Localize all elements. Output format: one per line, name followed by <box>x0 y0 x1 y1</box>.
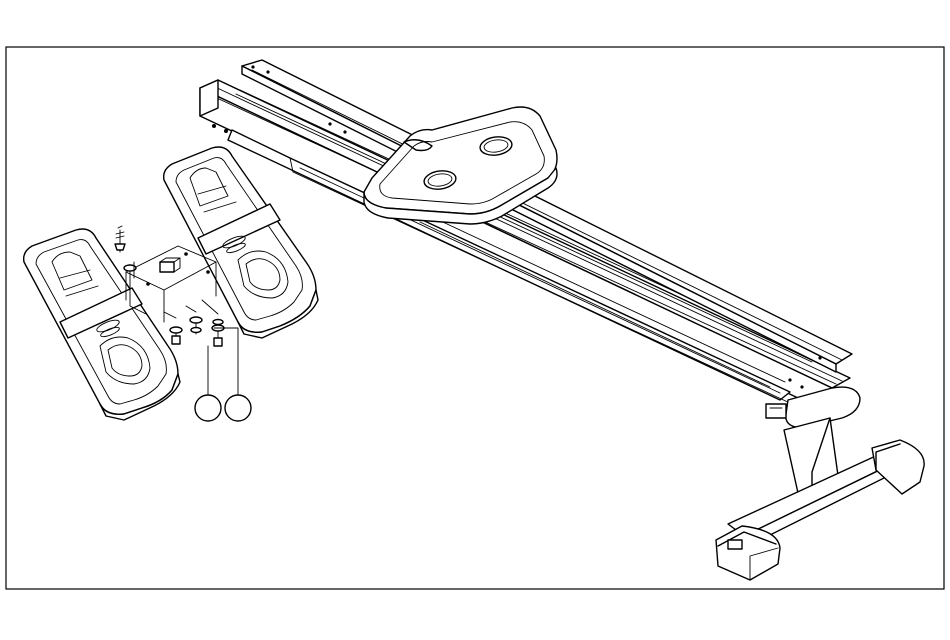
callout-2 <box>225 395 251 421</box>
screw-top <box>115 226 125 252</box>
bolt-right <box>212 320 224 347</box>
bolt-middle <box>190 317 202 334</box>
footrest-right <box>164 147 318 338</box>
callouts <box>195 328 251 421</box>
callout-1 <box>195 395 221 421</box>
rear-support <box>716 387 924 580</box>
bolt-left <box>170 327 182 344</box>
footrest-left <box>24 229 180 420</box>
